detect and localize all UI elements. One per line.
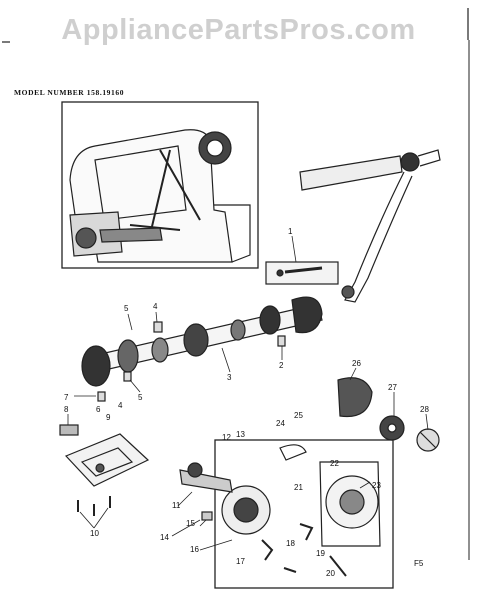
callout-8: 8 (64, 405, 69, 414)
sewing-machine-drawing (69, 129, 251, 263)
callout-26: 26 (352, 359, 361, 368)
callout-labels: 1 2 3 4 5 4 5 6 7 8 9 10 11 12 13 14 15 … (64, 227, 429, 578)
callout-4b: 4 (118, 401, 123, 410)
callout-6: 6 (96, 405, 101, 414)
callout-7: 7 (64, 393, 69, 402)
callout-5b: 5 (138, 393, 143, 402)
callout-11: 11 (172, 501, 181, 510)
machine-inset-box (61, 101, 259, 269)
callout-5a: 5 (124, 304, 129, 313)
callout-24: 24 (276, 419, 285, 428)
callout-20: 20 (326, 569, 335, 578)
callout-22: 22 (330, 459, 339, 468)
callout-1: 1 (288, 227, 293, 236)
callout-16: 16 (190, 545, 199, 554)
bobbin-parts (279, 377, 440, 461)
callout-13: 13 (236, 430, 245, 439)
callout-12: 12 (222, 433, 231, 442)
hook-assembly-drawing (179, 461, 381, 577)
callout-3: 3 (227, 373, 232, 382)
callout-2: 2 (279, 361, 284, 370)
throat-plate-assembly (59, 424, 150, 516)
callout-25: 25 (294, 411, 303, 420)
callout-4a: 4 (153, 302, 158, 311)
lower-shaft-assembly (81, 296, 323, 402)
callout-28: 28 (420, 405, 429, 414)
callout-10: 10 (90, 529, 99, 538)
knee-lever-assembly (265, 149, 441, 303)
callout-21: 21 (294, 483, 303, 492)
model-number-label: MODEL NUMBER 158.19160 (14, 88, 125, 97)
callout-17: 17 (236, 557, 245, 566)
callout-18: 18 (286, 539, 295, 548)
callout-14: 14 (160, 533, 169, 542)
callout-27: 27 (388, 383, 397, 392)
page-number: F5 (414, 559, 424, 568)
leader-lines (67, 235, 429, 551)
callout-23: 23 (372, 481, 381, 490)
watermark: AppliancePartsPros.com (61, 14, 416, 46)
callout-19: 19 (316, 549, 325, 558)
callout-15: 15 (186, 519, 195, 528)
callout-9: 9 (106, 413, 111, 422)
hook-assembly-box (214, 439, 394, 589)
